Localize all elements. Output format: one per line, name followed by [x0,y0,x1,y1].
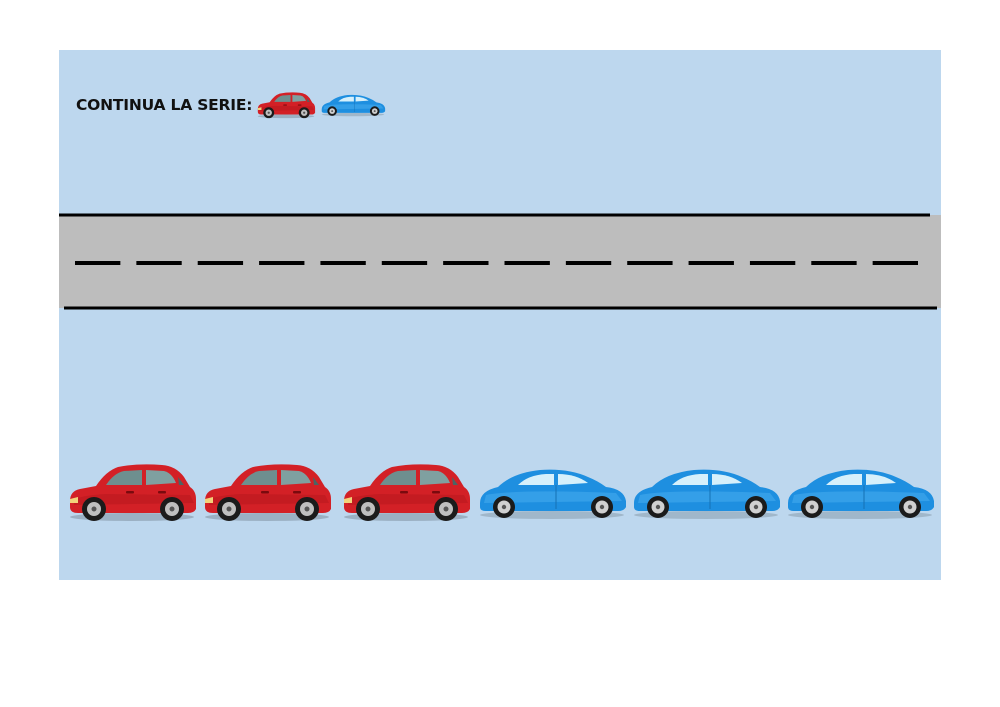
red-car-icon [340,460,472,524]
lane-dash [811,261,857,265]
lane-dash [688,261,734,265]
lane-dashes [75,261,918,265]
lane-dash [627,261,673,265]
road-surface [59,215,941,308]
blue-car-icon [784,464,936,522]
lane-dash [565,261,612,265]
blue-car-icon [476,464,628,522]
lane-dash [136,261,182,265]
lane-dash [381,261,428,265]
instruction-heading: CONTINUA LA SERIE: [76,90,386,120]
lane-dash [749,261,796,265]
blue-car-icon [630,464,782,522]
lane-dash [197,261,244,265]
car-series [66,458,940,524]
lane-dash [320,261,366,265]
red-car-icon [66,460,198,524]
lane-dash [75,261,121,265]
lane-dash [259,261,305,265]
instruction-text: CONTINUA LA SERIE: [76,96,253,114]
red-car-icon [201,460,333,524]
lane-dash [504,261,550,265]
lane-dash [872,261,918,265]
lane-dash [443,261,489,265]
